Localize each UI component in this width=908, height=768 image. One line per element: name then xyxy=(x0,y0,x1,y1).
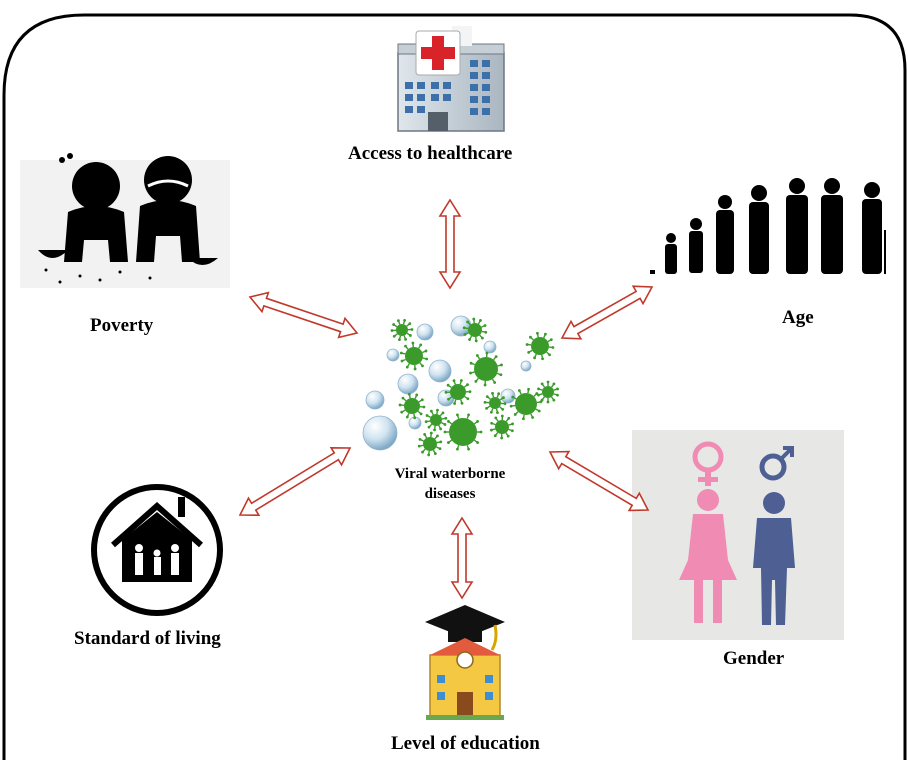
label-poverty: Poverty xyxy=(90,315,153,337)
house-family-icon xyxy=(94,487,220,613)
school-graduation-icon xyxy=(425,605,505,720)
center-label: Viral waterborne diseases xyxy=(375,464,525,504)
virus-particle xyxy=(444,413,483,450)
virus-particle xyxy=(510,388,542,420)
arrow-healthcare xyxy=(440,200,460,288)
arrow-living xyxy=(235,439,355,523)
virus-particle xyxy=(391,319,414,341)
virus-particle xyxy=(399,393,426,419)
label-age: Age xyxy=(782,307,814,329)
label-living: Standard of living xyxy=(74,628,221,650)
arrow-age xyxy=(557,278,657,346)
hospital-icon xyxy=(398,26,504,131)
virus-particle xyxy=(400,342,428,371)
gender-icon xyxy=(632,430,844,640)
virus-water-drops-icon xyxy=(363,316,559,456)
virus-particle xyxy=(425,409,448,432)
arrow-poverty xyxy=(247,288,360,343)
age-progression-icon xyxy=(650,178,886,274)
center-label-line2: diseases xyxy=(375,484,525,504)
virus-particle xyxy=(418,432,442,457)
center-label-line1: Viral waterborne xyxy=(375,464,525,484)
virus-particle xyxy=(526,332,555,360)
label-healthcare: Access to healthcare xyxy=(348,143,512,165)
label-gender: Gender xyxy=(723,648,784,670)
arrow-education xyxy=(452,518,472,598)
virus-particle xyxy=(490,415,514,440)
virus-particle xyxy=(469,352,503,387)
virus-particle xyxy=(537,381,559,404)
label-education: Level of education xyxy=(391,733,540,755)
poverty-icon xyxy=(20,153,230,288)
